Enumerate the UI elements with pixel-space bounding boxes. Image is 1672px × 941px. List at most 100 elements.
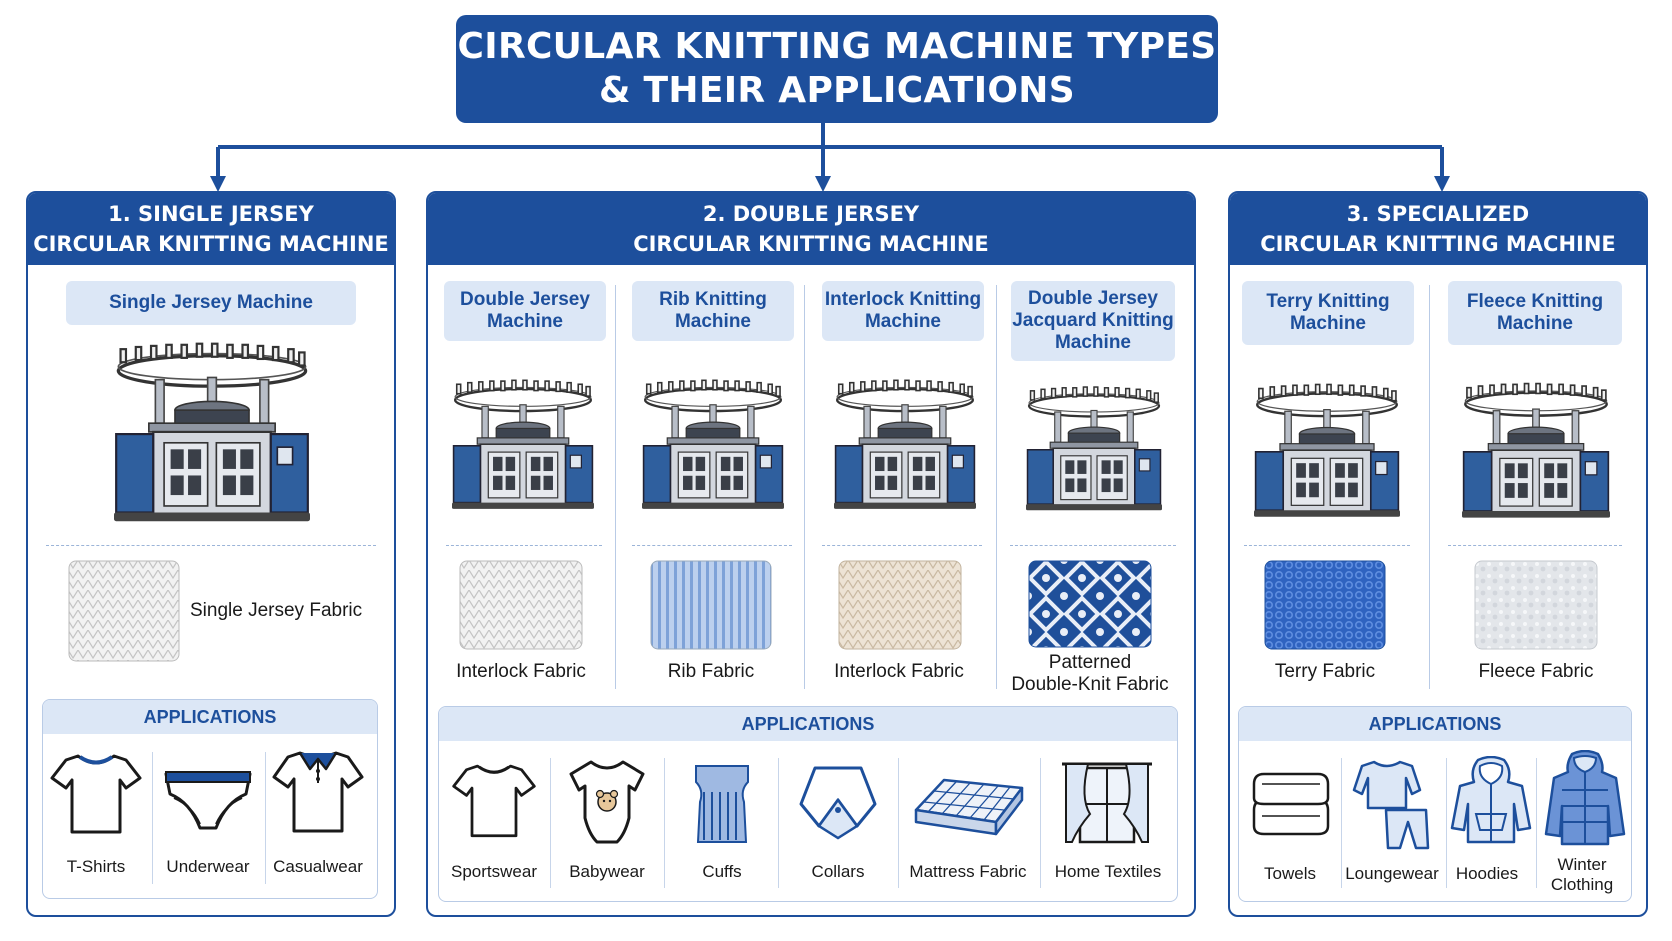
divider	[1448, 545, 1622, 546]
title-line-2: & THEIR APPLICATIONS	[599, 70, 1075, 111]
app-label-line: Clothing	[1550, 875, 1614, 894]
double-jersey-machine-image	[452, 366, 594, 524]
divider	[46, 545, 376, 546]
applications-heading: APPLICATIONS	[439, 707, 1177, 741]
divider	[778, 758, 779, 888]
divider	[1536, 758, 1537, 888]
hoodie-icon	[1450, 756, 1532, 844]
puffer-jacket-icon	[1544, 750, 1626, 846]
app-label: Home Textiles	[1054, 862, 1162, 881]
connector-lines	[210, 123, 1450, 192]
app-label: Loungewear	[1345, 864, 1439, 883]
section-subtitle: CIRCULAR KNITTING MACHINE	[1260, 232, 1616, 256]
app-label: Cuffs	[702, 862, 742, 881]
divider	[1341, 758, 1342, 888]
machine-label-text: Interlock Knitting	[824, 289, 982, 310]
baby-onesie-icon	[569, 760, 645, 844]
fleece-fabric-swatch	[1474, 560, 1598, 650]
fabric-label: Rib Fabric	[667, 661, 755, 682]
divider	[615, 285, 616, 689]
machine-label-text: Rib Knitting	[659, 289, 767, 310]
interlock-fabric-swatch	[459, 560, 583, 650]
section-subtitle: CIRCULAR KNITTING MACHINE	[33, 232, 389, 256]
single-jersey-fabric-swatch	[68, 560, 180, 662]
single-jersey-machine-image	[114, 340, 310, 526]
app-label: Babywear	[569, 862, 645, 881]
section-number-title: 3. SPECIALIZED	[1346, 202, 1530, 226]
divider	[265, 752, 266, 884]
divider	[1244, 545, 1410, 546]
divider	[1010, 545, 1176, 546]
app-label: Towels	[1264, 864, 1316, 883]
folded-towels-icon	[1252, 772, 1330, 836]
machine-label-text: Machine	[1289, 313, 1367, 334]
cuff-icon	[695, 765, 749, 843]
machine-label-text: Jacquard Knitting	[1012, 310, 1174, 331]
title-line-1: CIRCULAR KNITTING MACHINE TYPES	[457, 26, 1217, 67]
divider	[664, 758, 665, 888]
loungewear-icon	[1352, 760, 1430, 850]
fabric-label-line: Double-Knit Fabric	[1011, 674, 1169, 695]
polo-shirt-icon	[272, 751, 364, 833]
section-subtitle: CIRCULAR KNITTING MACHINE	[633, 232, 989, 256]
app-label: Sportswear	[451, 862, 537, 881]
rib-knitting-machine-image	[642, 366, 784, 524]
divider	[804, 285, 805, 689]
applications-heading: APPLICATIONS	[43, 700, 377, 734]
app-label: Mattress Fabric	[909, 862, 1027, 881]
divider	[446, 545, 602, 546]
machine-label-text: Fleece Knitting	[1466, 291, 1604, 312]
terry-fabric-swatch	[1264, 560, 1386, 650]
underwear-icon	[164, 771, 252, 830]
app-label: Collars	[811, 862, 865, 881]
fabric-label: Interlock Fabric	[834, 661, 964, 682]
mattress-icon	[914, 778, 1024, 836]
rib-fabric-swatch	[650, 560, 772, 650]
fabric-label: Fleece Fabric	[1478, 661, 1594, 682]
machine-label-text: Machine	[1496, 313, 1574, 334]
applications-heading: APPLICATIONS	[1239, 707, 1631, 741]
divider	[996, 285, 997, 689]
fabric-label: Interlock Fabric	[456, 661, 586, 682]
app-label-winter-clothing: Winter Clothing	[1530, 855, 1634, 895]
divider	[152, 752, 153, 884]
page-title: CIRCULAR KNITTING MACHINE TYPES & THEIR …	[456, 15, 1218, 123]
section-number-title: 1. SINGLE JERSEY	[108, 202, 314, 226]
tshirt-icon	[50, 754, 142, 834]
section-number-title: 2. DOUBLE JERSEY	[702, 202, 920, 226]
fleece-knitting-machine-image	[1462, 372, 1610, 530]
machine-label-text: Machine	[864, 311, 941, 332]
app-label-line: Winter	[1557, 855, 1607, 874]
divider	[822, 545, 982, 546]
machine-label-single-jersey: Single Jersey Machine	[66, 281, 356, 325]
machine-label-text: Machine	[674, 311, 751, 332]
app-label: Casualwear	[273, 857, 363, 876]
divider	[898, 758, 899, 888]
interlock-fabric-swatch	[838, 560, 962, 650]
machine-label-text: Machine	[486, 311, 564, 332]
machine-label-text: Double Jersey	[1028, 288, 1158, 309]
jacquard-machine-image	[1026, 372, 1162, 526]
app-label: Underwear	[166, 857, 250, 876]
divider	[1040, 758, 1041, 888]
fabric-label: Single Jersey Fabric	[190, 600, 363, 621]
section-heading: 3. SPECIALIZED CIRCULAR KNITTING MACHINE	[1230, 193, 1646, 265]
curtain-window-icon	[1062, 762, 1152, 844]
divider	[550, 758, 551, 888]
section-heading: 1. SINGLE JERSEY CIRCULAR KNITTING MACHI…	[28, 193, 394, 265]
interlock-knitting-machine-image	[834, 366, 976, 524]
fabric-label: Terry Fabric	[1274, 661, 1376, 682]
divider	[1429, 285, 1430, 689]
machine-label-text: Terry Knitting	[1266, 291, 1390, 312]
terry-knitting-machine-image	[1254, 372, 1400, 530]
collar-icon	[799, 766, 877, 840]
machine-label-text: Single Jersey Machine	[109, 292, 313, 313]
fabric-label-jacquard: Patterned Double-Knit Fabric	[1004, 652, 1176, 696]
app-label: T-Shirts	[66, 857, 126, 876]
